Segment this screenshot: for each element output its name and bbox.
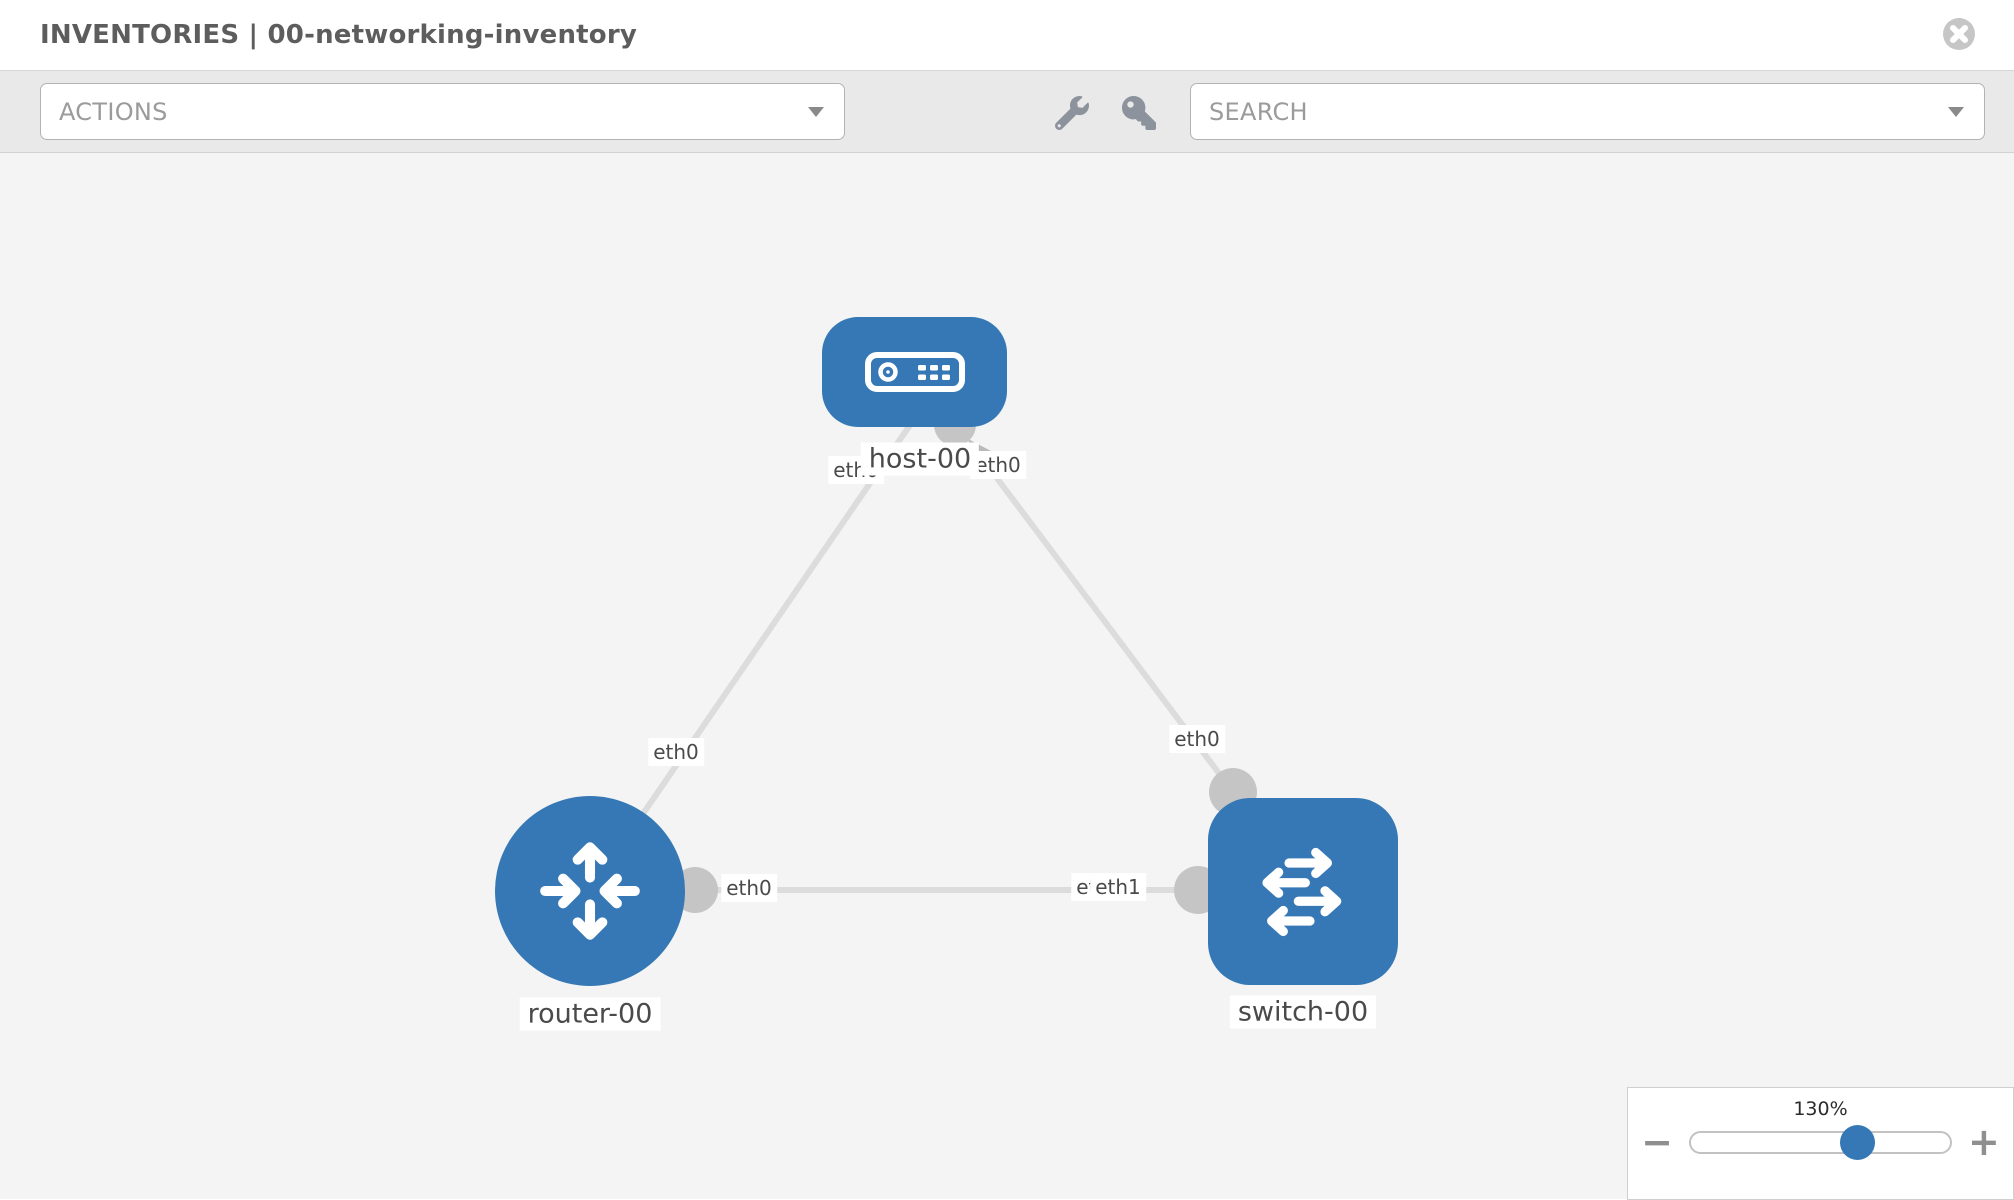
node-host-00[interactable]	[822, 317, 1007, 427]
node-label-host-00: host-00	[860, 442, 980, 476]
zoom-panel: 130% − +	[1627, 1087, 2014, 1200]
switch-icon	[1262, 847, 1342, 936]
topology-canvas[interactable]: eth0 eth0 eth0 eth0 eth0 eth0 eth1 host-…	[0, 153, 2014, 1200]
wrench-button[interactable]	[1054, 95, 1089, 131]
page-title: INVENTORIES | 00-networking-inventory	[40, 20, 638, 50]
node-switch-00[interactable]	[1208, 798, 1398, 985]
toolbar: ACTIONS SEARCH	[0, 71, 2014, 153]
zoom-in-button[interactable]: +	[1968, 1120, 2000, 1164]
host-icon	[864, 352, 965, 392]
iface-label-router-right: eth0	[721, 874, 777, 902]
zoom-level-value: 130%	[1793, 1098, 1848, 1120]
zoom-out-button[interactable]: −	[1641, 1120, 1673, 1164]
iface-label-switch-top: eth0	[1169, 725, 1225, 753]
search-dropdown-label: SEARCH	[1209, 97, 1308, 126]
router-icon	[540, 842, 640, 940]
actions-dropdown-label: ACTIONS	[59, 97, 168, 126]
actions-dropdown[interactable]: ACTIONS	[40, 83, 845, 140]
key-button[interactable]	[1122, 96, 1156, 130]
node-label-switch-00: switch-00	[1229, 995, 1377, 1029]
iface-label-router-host-link: eth0	[648, 738, 704, 766]
node-label-router-00: router-00	[519, 997, 661, 1031]
chevron-down-icon	[1948, 106, 1964, 117]
close-icon	[1943, 18, 1975, 50]
node-router-00[interactable]	[495, 796, 685, 986]
wrench-icon	[1054, 95, 1089, 131]
iface-label-host-right: eth0	[970, 451, 1026, 479]
close-button[interactable]	[1942, 17, 1976, 51]
chevron-down-icon	[808, 106, 824, 117]
links-layer	[587, 404, 1257, 914]
zoom-slider-thumb[interactable]	[1839, 1124, 1875, 1160]
iface-label-switch-left-front: eth1	[1090, 873, 1146, 901]
search-dropdown[interactable]: SEARCH	[1190, 83, 1985, 140]
header: INVENTORIES | 00-networking-inventory	[0, 0, 2014, 71]
zoom-slider-track[interactable]	[1689, 1124, 1952, 1160]
key-icon	[1122, 96, 1156, 130]
